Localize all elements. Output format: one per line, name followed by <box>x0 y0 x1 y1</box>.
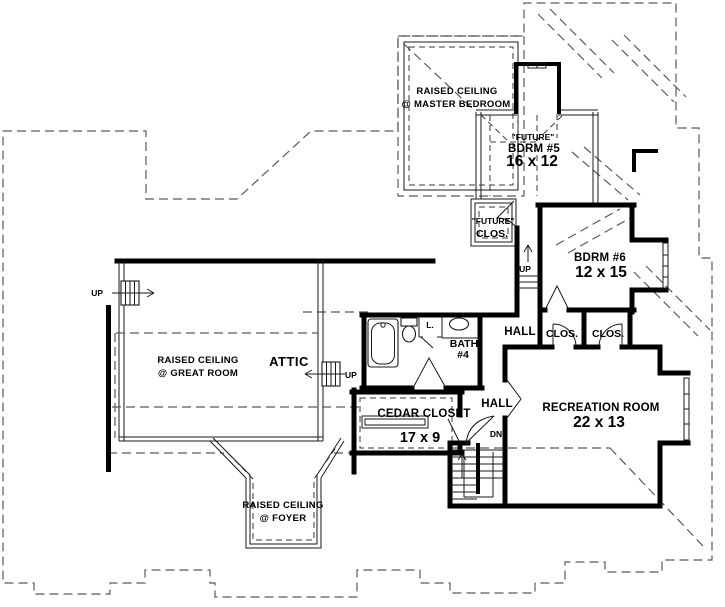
closet-rod <box>361 415 429 429</box>
closet-right-label: CLOS. <box>592 328 624 340</box>
roof-corner-wall <box>632 149 658 172</box>
bath-name: BATH <box>450 338 478 350</box>
attic-ladder-left <box>112 280 155 306</box>
bathtub <box>367 318 399 368</box>
up-label-right: UP <box>345 370 357 380</box>
up-arrow-right <box>304 369 345 379</box>
linen-door <box>420 336 434 349</box>
bdrm6-dims: 12 x 15 <box>575 264 627 281</box>
up-arrow-left <box>112 288 155 298</box>
bedroom6-walls <box>535 202 669 315</box>
up-label-left: UP <box>91 288 103 298</box>
great-room-note-line1: RAISED CEILING <box>157 355 238 366</box>
cedar-closet-door <box>447 418 461 444</box>
open-rail-wall <box>106 305 111 472</box>
master-ceiling-note-line1: RAISED CEILING <box>416 86 497 97</box>
bdrm5-dims: 16 x 12 <box>506 153 558 170</box>
roof-outline <box>2 2 713 598</box>
toilet <box>400 317 418 343</box>
foyer-note-line2: @ FOYER <box>260 513 307 524</box>
cedar-closet-dims: 17 x 9 <box>400 430 440 446</box>
future-closet <box>470 198 517 247</box>
closet-right-door <box>598 323 623 348</box>
great-room-roof-dashes <box>108 332 360 454</box>
closet-left-label: CLOS. <box>546 328 578 340</box>
bath-walls <box>359 312 520 393</box>
up-label-stairs: UP <box>519 264 531 274</box>
bdrm5-name: BDRM #5 <box>508 143 560 155</box>
bdrm5-tag: "FUTURE" <box>512 132 555 142</box>
bdrm6-name: BDRM #6 <box>574 252 626 264</box>
down-label: DN <box>490 429 502 439</box>
attic-label: ATTIC <box>269 354 309 369</box>
up-arrow-stairs <box>523 244 533 262</box>
recreation-walls <box>447 344 691 509</box>
great-room-note-line2: @ GREAT ROOM <box>158 368 238 379</box>
future-bedroom5-walls <box>475 109 599 205</box>
attic-ladder-right <box>304 361 345 387</box>
master-ceiling-note-line2: @ MASTER BEDROOM <box>401 99 510 110</box>
cedar-closet-name: CEDAR CLOSET <box>377 408 470 420</box>
down-door <box>465 415 495 444</box>
linen-label: L. <box>426 320 434 330</box>
future-closet-label-line2: CLOS. <box>476 228 508 240</box>
bath-door <box>412 356 447 389</box>
bedroom6-door <box>544 284 570 311</box>
recreation-door <box>506 379 522 419</box>
master-bedroom-roof-box <box>397 35 525 197</box>
cedar-closet-walls <box>349 387 465 475</box>
recreation-name: RECREATION ROOM <box>542 402 659 414</box>
chimney <box>514 62 561 138</box>
foyer-walls <box>209 437 345 549</box>
attic-walls <box>114 258 436 442</box>
sink <box>448 317 470 331</box>
future-closet-label-line1: "FUTURE" <box>472 216 515 226</box>
main-staircase <box>447 415 504 509</box>
labels: RAISED CEILING @ MASTER BEDROOM "FUTURE"… <box>91 86 659 524</box>
bath-number: #4 <box>457 349 469 361</box>
hall-lower-label: HALL <box>481 398 512 410</box>
foyer-note-line1: RAISED CEILING <box>242 500 323 511</box>
roof-hip-lines <box>303 8 711 547</box>
future-stairs <box>514 202 543 318</box>
closet-left-door <box>552 323 577 348</box>
hall-upper-label: HALL <box>504 326 535 338</box>
stair-direction-arrow <box>457 453 467 478</box>
future-closet-door <box>495 200 516 227</box>
recreation-dims: 22 x 13 <box>573 414 625 431</box>
hall-closets <box>537 309 633 350</box>
